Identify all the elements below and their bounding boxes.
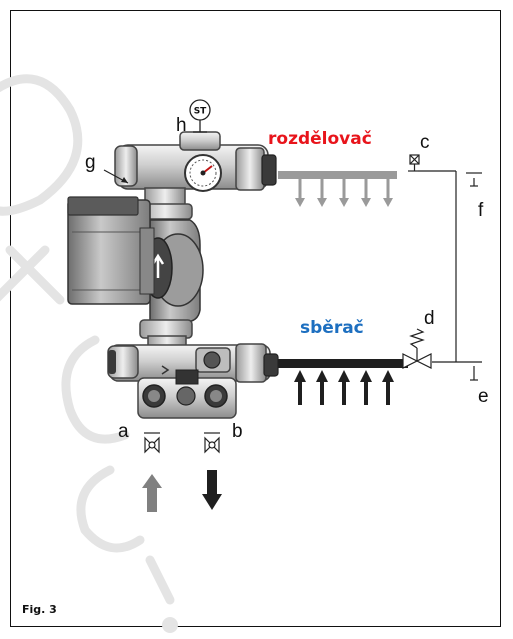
label-b: b <box>232 421 243 442</box>
label-c: c <box>420 132 430 153</box>
collector-inlet-arrow-2 <box>316 370 328 382</box>
return-out-arrow <box>202 470 222 510</box>
figure-caption: Fig. 3 <box>22 603 57 616</box>
distributor-outlet-arrow-5 <box>383 198 393 207</box>
collector-label: sběrač <box>300 318 364 338</box>
label-d: d <box>424 308 435 329</box>
distributor-outlet-arrow-1 <box>295 198 305 207</box>
figure-frame <box>10 10 501 627</box>
collector-manifold <box>278 359 408 405</box>
st-label: ST <box>194 107 207 117</box>
leader-g <box>103 169 129 184</box>
label-h: h <box>176 115 187 136</box>
collector-inlet-arrow-5 <box>382 370 394 382</box>
ball-valve-icon <box>144 432 220 454</box>
air-vent-valve-icon <box>409 154 420 171</box>
spring-valve-icon <box>402 328 432 369</box>
distributor-label: rozdělovač <box>268 129 372 149</box>
watermark <box>0 74 178 633</box>
sensor-st-symbol: ST <box>189 99 211 133</box>
circulation-pump-icon <box>67 199 151 305</box>
distributor-outlet-arrow-2 <box>317 198 327 207</box>
label-e: e <box>478 386 489 407</box>
label-g: g <box>85 152 96 173</box>
distributor-manifold <box>278 171 397 207</box>
supply-in-arrow <box>142 474 162 512</box>
dimension-lines <box>408 170 482 381</box>
collector-inlet-arrow-3 <box>338 370 350 382</box>
label-a: a <box>118 421 129 442</box>
mixing-station-body <box>67 131 279 419</box>
label-f: f <box>478 200 484 221</box>
collector-inlet-arrow-4 <box>360 370 372 382</box>
collector-inlet-arrow-1 <box>294 370 306 382</box>
distributor-outlet-arrow-4 <box>361 198 371 207</box>
distributor-outlet-arrow-3 <box>339 198 349 207</box>
